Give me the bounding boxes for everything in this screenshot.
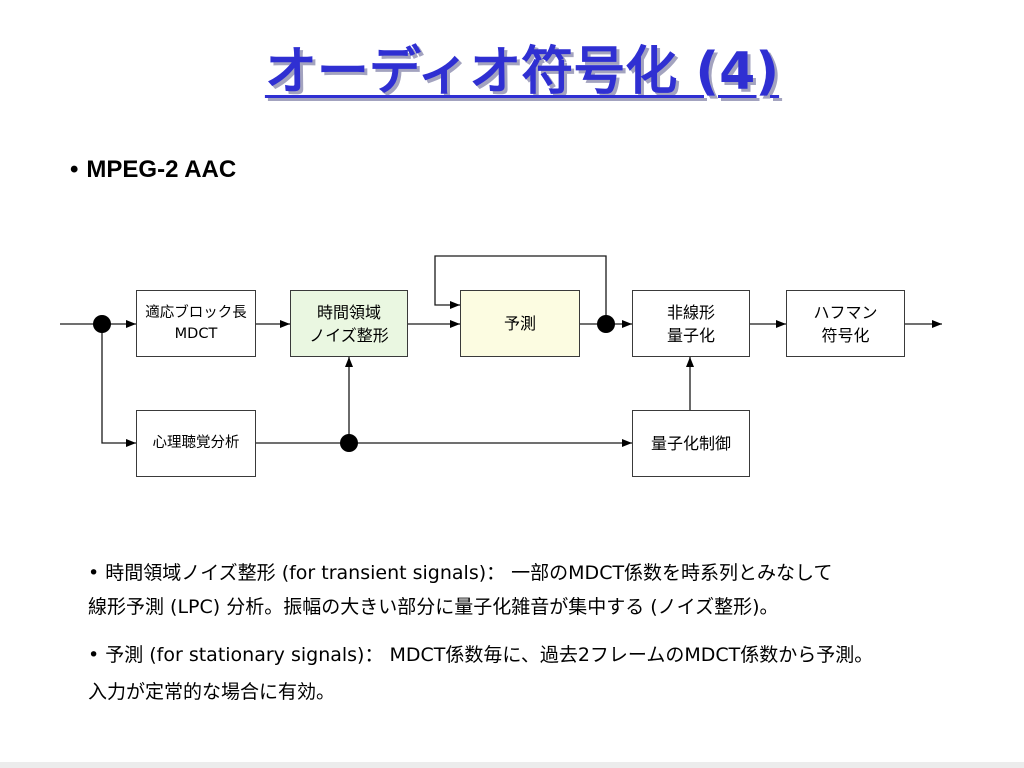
bullet-marker	[88, 644, 105, 666]
heading-bullet: MPEG-2 AAC	[70, 155, 236, 185]
block-label-line: MDCT	[174, 325, 218, 342]
prediction-feedback-arrow	[434, 255, 607, 324]
note-1-line-1: 時間領域ノイズ整形 (for transient signals)： 一部のMD…	[88, 561, 833, 585]
prediction-block: 予測	[460, 290, 580, 357]
prediction-junction-dot	[597, 315, 615, 333]
note-2-line-2: 入力が定常的な場合に有効。	[88, 680, 335, 704]
block-label-line: 非線形	[666, 302, 715, 322]
note-text: 線形予測 (LPC) 分析。振幅の大きい部分に量子化雑音が集中する (ノイズ整形…	[88, 596, 779, 618]
block-label-line: 時間領域	[316, 302, 381, 322]
nonlinear-quantizer-block: 非線形 量子化	[632, 290, 750, 357]
block-label-line: 量子化制御	[650, 434, 731, 453]
note-1-line-2: 線形予測 (LPC) 分析。振幅の大きい部分に量子化雑音が集中する (ノイズ整形…	[88, 595, 779, 619]
note-2-line-1: 予測 (for stationary signals)： MDCT係数毎に、過去…	[88, 643, 873, 667]
note-text: 予測 (for stationary signals)： MDCT係数毎に、過去…	[105, 644, 874, 666]
bullet-marker	[88, 562, 105, 584]
block-label-line: 予測	[503, 314, 536, 333]
note-text: 時間領域ノイズ整形 (for transient signals)： 一部のMD…	[105, 562, 833, 584]
block-label-line: ハフマン	[813, 302, 878, 322]
input-to-psychoacoustic-arrow	[101, 324, 136, 447]
block-label-line: 心理聴覚分析	[152, 435, 240, 451]
psychoacoustic-junction-dot	[340, 434, 358, 452]
quantizer-control-block: 量子化制御	[632, 410, 750, 477]
block-label-line: 符号化	[821, 325, 870, 345]
psychoacoustic-analysis-block: 心理聴覚分析	[136, 410, 256, 477]
adaptive-block-mdct-block: 適応ブロック長 MDCT	[136, 290, 256, 357]
temporal-noise-shaping-block: 時間領域 ノイズ整形	[290, 290, 408, 357]
bullet-marker	[70, 156, 86, 183]
note-text: 入力が定常的な場合に有効。	[88, 681, 336, 703]
block-label-line: 量子化	[666, 325, 715, 345]
input-junction-dot	[93, 315, 111, 333]
heading-bullet-text: MPEG-2 AAC	[86, 156, 237, 183]
block-label-line: ノイズ整形	[309, 325, 389, 345]
block-label-line: 適応ブロック長	[145, 304, 247, 321]
slide-bottom-edge	[0, 762, 1024, 768]
slide-title: オーディオ符号化 (4)	[264, 42, 780, 102]
huffman-coding-block: ハフマン 符号化	[786, 290, 905, 357]
